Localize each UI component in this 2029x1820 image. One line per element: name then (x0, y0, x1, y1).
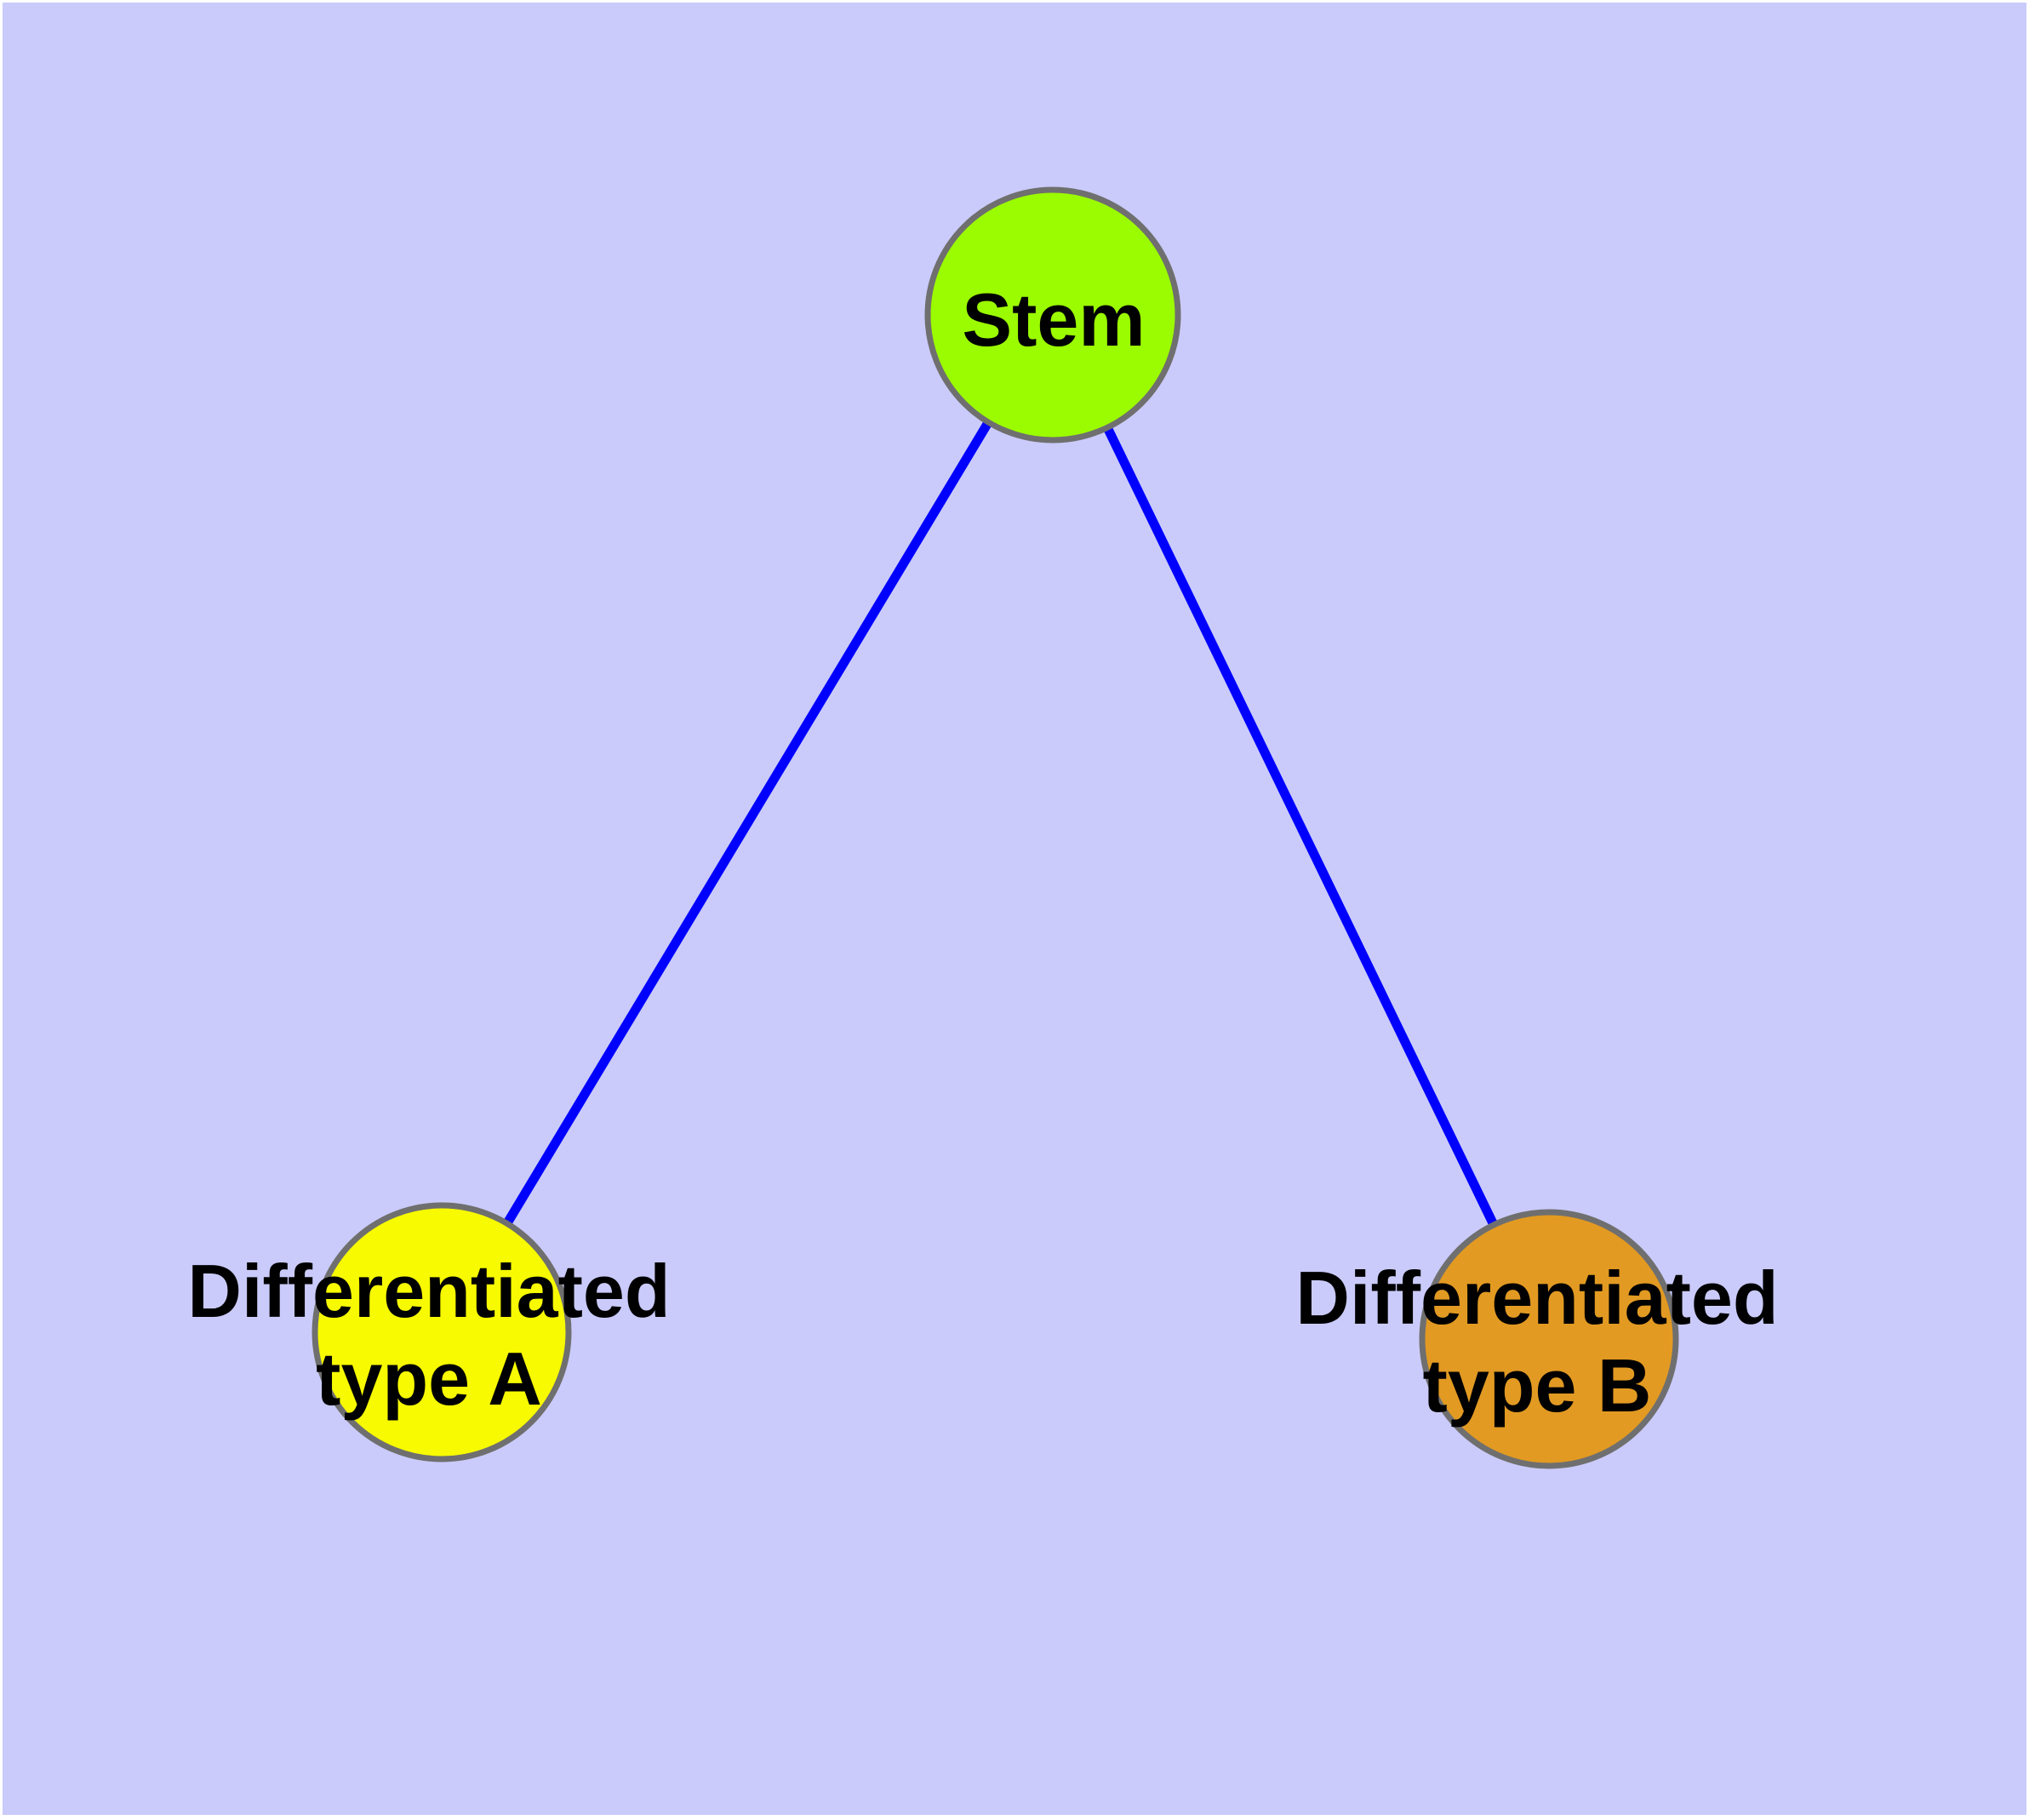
edge-stem-to-type-a (437, 312, 1057, 1335)
node-type-a-circle (311, 1202, 572, 1462)
node-stem-circle (924, 186, 1181, 444)
node-type-b-circle (1419, 1209, 1679, 1469)
node-type-b-label-line1: Differentiated (1295, 1256, 1778, 1340)
node-type-b-label-line2: type B (1423, 1343, 1652, 1428)
edge-stem-to-type-b (1049, 312, 1553, 1342)
node-stem-label: Stem (962, 278, 1145, 362)
node-type-a-label-line1: Differentiated (187, 1249, 670, 1333)
node-type-a-label-line2: type A (316, 1336, 542, 1421)
